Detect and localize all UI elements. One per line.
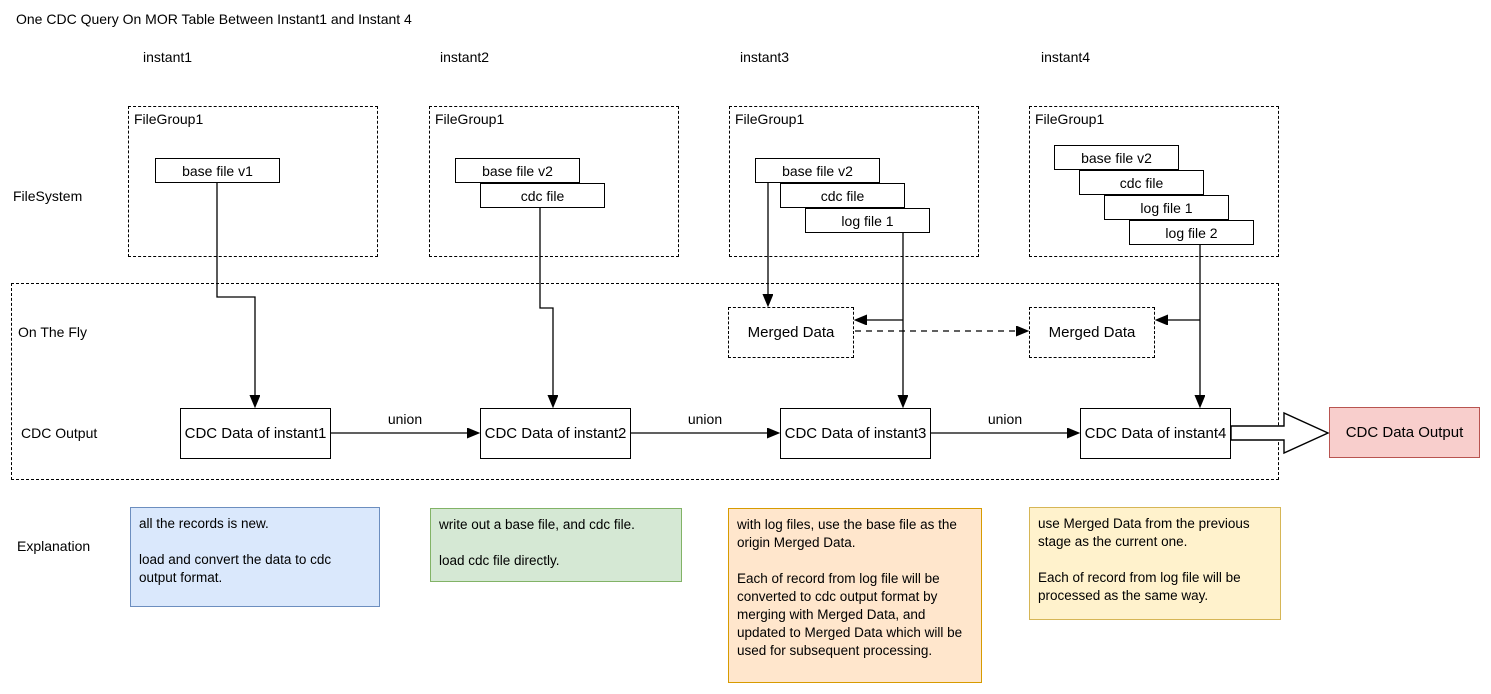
explanation-box-instant2: write out a base file, and cdc file. loa…	[430, 508, 682, 582]
file-box-cdc-file: cdc file	[1079, 170, 1204, 195]
file-box-cdc-file: cdc file	[480, 183, 605, 208]
cdc-data-box-instant3: CDC Data of instant3	[780, 408, 931, 459]
file-box-log-file-1: log file 1	[1104, 195, 1229, 220]
filegroup-label: FileGroup1	[134, 111, 204, 127]
union-label-3: union	[987, 411, 1023, 427]
column-header-instant4: instant4	[1041, 49, 1091, 65]
file-box-base-file-v1: base file v1	[155, 158, 280, 183]
cdc-data-box-instant1: CDC Data of instant1	[180, 408, 331, 459]
explanation-box-instant3: with log files, use the base file as the…	[728, 508, 982, 683]
file-box-log-file-2: log file 2	[1129, 220, 1254, 245]
explanation-box-instant1: all the records is new. load and convert…	[130, 507, 380, 607]
union-label-1: union	[387, 411, 423, 427]
file-box-base-file-v2: base file v2	[1054, 145, 1179, 170]
union-label-2: union	[687, 411, 723, 427]
filegroup-label: FileGroup1	[435, 111, 505, 127]
file-box-base-file-v2: base file v2	[455, 158, 580, 183]
on-the-fly-region	[11, 283, 1279, 480]
diagram-title: One CDC Query On MOR Table Between Insta…	[16, 11, 412, 27]
cdc-data-box-instant2: CDC Data of instant2	[480, 408, 631, 459]
merged-data-box-instant4: Merged Data	[1029, 307, 1155, 358]
row-label-filesystem: FileSystem	[13, 188, 83, 204]
filegroup-instant4: FileGroup1	[1029, 106, 1279, 257]
filegroup-instant3: FileGroup1	[729, 106, 979, 257]
merged-data-box-instant3: Merged Data	[728, 307, 854, 358]
column-header-instant3: instant3	[740, 49, 790, 65]
cdc-data-box-instant4: CDC Data of instant4	[1080, 408, 1231, 459]
column-header-instant1: instant1	[143, 49, 193, 65]
cdc-data-output-box: CDC Data Output	[1329, 407, 1480, 458]
column-header-instant2: instant2	[440, 49, 490, 65]
explanation-box-instant4: use Merged Data from the previous stage …	[1029, 507, 1281, 620]
row-label-cdc-output: CDC Output	[21, 425, 98, 441]
filegroup-label: FileGroup1	[1035, 111, 1105, 127]
filegroup-label: FileGroup1	[735, 111, 805, 127]
row-label-on-the-fly: On The Fly	[18, 324, 87, 340]
row-label-explanation: Explanation	[17, 538, 91, 554]
file-box-base-file-v2: base file v2	[755, 158, 880, 183]
filegroup-instant2: FileGroup1	[429, 106, 679, 257]
file-box-cdc-file: cdc file	[780, 183, 905, 208]
file-box-log-file-1: log file 1	[805, 208, 930, 233]
